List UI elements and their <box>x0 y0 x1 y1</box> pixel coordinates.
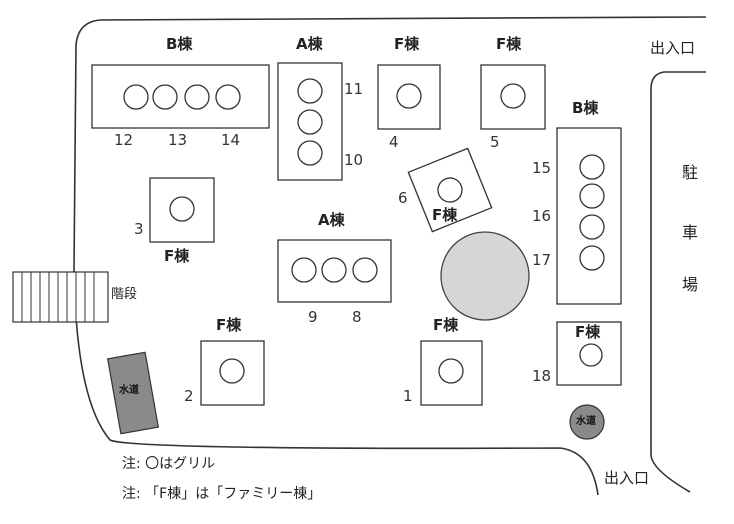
grill-5 <box>500 83 526 109</box>
label-f-bottom-left: F棟 <box>216 316 242 334</box>
grill-number-8: 8 <box>352 308 362 326</box>
grill-9a <box>291 257 317 283</box>
grill-number-1: 1 <box>403 387 413 405</box>
water-left <box>106 351 160 435</box>
stairs <box>12 271 109 323</box>
entrance-bottom-label: 出入口 <box>604 469 650 487</box>
label-f-top-1: F棟 <box>394 35 420 53</box>
grill-2 <box>219 358 245 384</box>
label-f-top-2: F棟 <box>496 35 522 53</box>
entrance-top-label: 出入口 <box>650 39 696 57</box>
building-f-bottom-left <box>200 340 265 406</box>
grill-number-12: 12 <box>114 131 134 149</box>
grill-17 <box>579 245 605 271</box>
plaza-circle <box>440 231 530 321</box>
grill-number-6: 6 <box>398 189 408 207</box>
grill-number-4: 4 <box>389 133 399 151</box>
label-a-top: A棟 <box>296 35 323 53</box>
grill-13 <box>152 84 178 110</box>
note-family: 注: 「F棟」は「ファミリー棟」 <box>122 486 322 502</box>
water-right <box>569 404 605 440</box>
grill-number-2: 2 <box>184 387 194 405</box>
grill-number-15: 15 <box>532 159 552 177</box>
parking-label-2: 車 <box>682 223 699 242</box>
grill-11 <box>297 78 323 104</box>
grill-1 <box>438 358 464 384</box>
building-b-top <box>91 64 270 129</box>
grill-9b <box>321 257 347 283</box>
grill-16 <box>579 214 605 240</box>
label-b-right: B棟 <box>572 99 599 117</box>
label-f-left: F棟 <box>164 247 190 265</box>
parking-label-3: 場 <box>682 275 699 294</box>
grill-number-16: 16 <box>532 207 552 225</box>
grill-number-17: 17 <box>532 251 552 269</box>
water-left-label: 水道 <box>119 385 139 396</box>
label-f-bottom-mid: F棟 <box>433 316 459 334</box>
grill-11b <box>297 109 323 135</box>
stairs-label: 階段 <box>111 287 138 302</box>
parking-boundary <box>650 71 706 493</box>
grill-14a <box>184 84 210 110</box>
note-grill: 注: 〇はグリル <box>122 456 216 472</box>
label-f-rotated: F棟 <box>432 206 458 224</box>
grill-10 <box>297 140 323 166</box>
water-right-label: 水道 <box>576 416 596 427</box>
label-a-mid: A棟 <box>318 211 345 229</box>
grill-number-18: 18 <box>532 367 552 385</box>
grill-number-3: 3 <box>134 220 144 238</box>
grill-14b <box>215 84 241 110</box>
grill-number-5: 5 <box>490 133 500 151</box>
grill-15b <box>579 183 605 209</box>
grill-3 <box>169 196 195 222</box>
label-f-bottom-right: F棟 <box>575 323 601 341</box>
grill-12 <box>123 84 149 110</box>
grill-number-13: 13 <box>168 131 188 149</box>
grill-number-10: 10 <box>344 151 364 169</box>
grill-number-11: 11 <box>344 80 364 98</box>
grill-number-9: 9 <box>308 308 318 326</box>
grill-15 <box>579 154 605 180</box>
site-boundary <box>73 16 707 496</box>
grill-number-14: 14 <box>221 131 241 149</box>
label-b-top: B棟 <box>166 35 193 53</box>
building-f-left <box>149 177 215 243</box>
grill-8 <box>352 257 378 283</box>
grill-4 <box>396 83 422 109</box>
building-f-rotated <box>407 147 493 233</box>
parking-label-1: 駐 <box>682 163 699 182</box>
grill-18 <box>579 343 603 367</box>
